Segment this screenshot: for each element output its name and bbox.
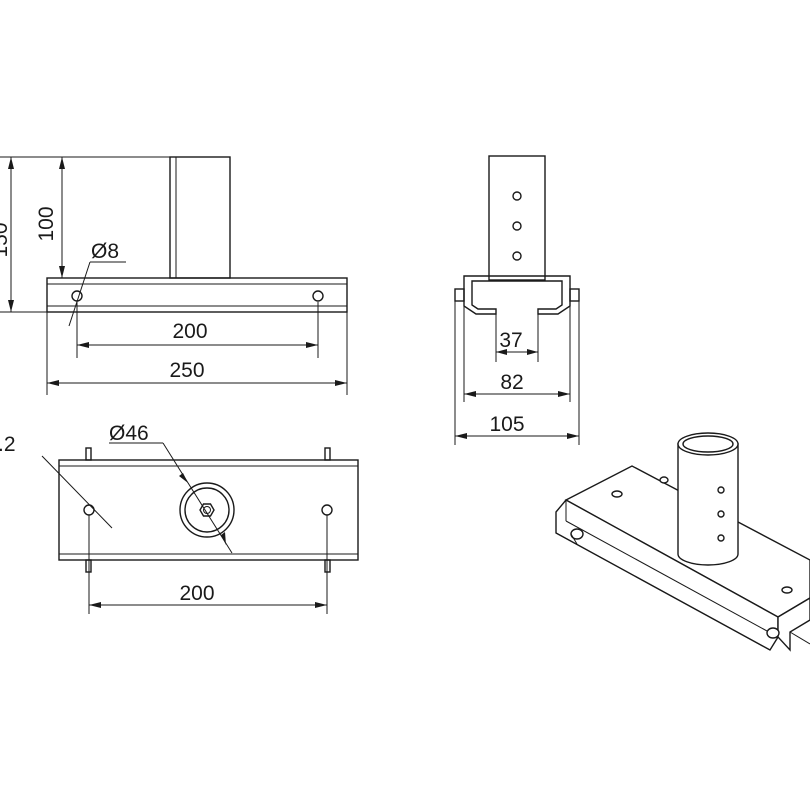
dim-overall-width: 105 [489,413,524,436]
side-pin-right [569,288,580,302]
dim-hole-partial: .2 [0,433,16,456]
front-base-plate [46,277,348,313]
dim-hole-spacing: 200 [172,320,207,343]
tube-leader [162,442,233,554]
side-tube [488,155,546,281]
dim-hole-diameter: Ø8 [91,240,119,263]
dim-channel-width: 82 [500,371,523,394]
hex-bolt-icon [199,503,215,517]
iso-hole-left [611,490,623,498]
top-plate [58,459,359,561]
front-view: 150 100 Ø8 200 250 [0,156,348,395]
top-tube-outer [179,482,235,538]
top-view: .2 Ø46 200 [0,422,359,614]
iso-tube-inner [682,435,734,453]
top-hole-right [321,504,333,516]
hole-leader [68,261,91,327]
dim-height-tube: 100 [35,206,58,241]
dim-inner-gap: 37 [499,329,522,352]
side-u-channel [463,275,571,315]
iso-tube-hole-1 [717,486,725,494]
front-hole-right [312,290,324,302]
side-hole-3 [512,251,522,261]
dim-plate-length: 250 [169,359,204,382]
dim-tube-diameter: Ø46 [109,422,149,445]
side-hole-2 [512,221,522,231]
front-tube [169,156,231,279]
side-view: 37 82 105 [454,155,580,445]
isometric-view [555,432,810,652]
iso-tube-top [677,432,739,456]
iso-tube-hole-2 [717,510,725,518]
top-tube-inner [184,487,230,533]
side-hole-1 [512,191,522,201]
iso-tube-body [677,443,739,566]
iso-tube-hole-3 [717,534,725,542]
dim-top-hole-spacing: 200 [179,582,214,605]
top-hole-left [83,504,95,516]
top-pin-1 [85,447,92,461]
iso-pin-right [766,627,780,639]
dim-height-partial: 150 [0,222,12,257]
top-pin-2 [324,447,331,461]
side-pin-left [454,288,465,302]
iso-hole-right [781,586,793,594]
iso-pin-back [659,476,669,484]
